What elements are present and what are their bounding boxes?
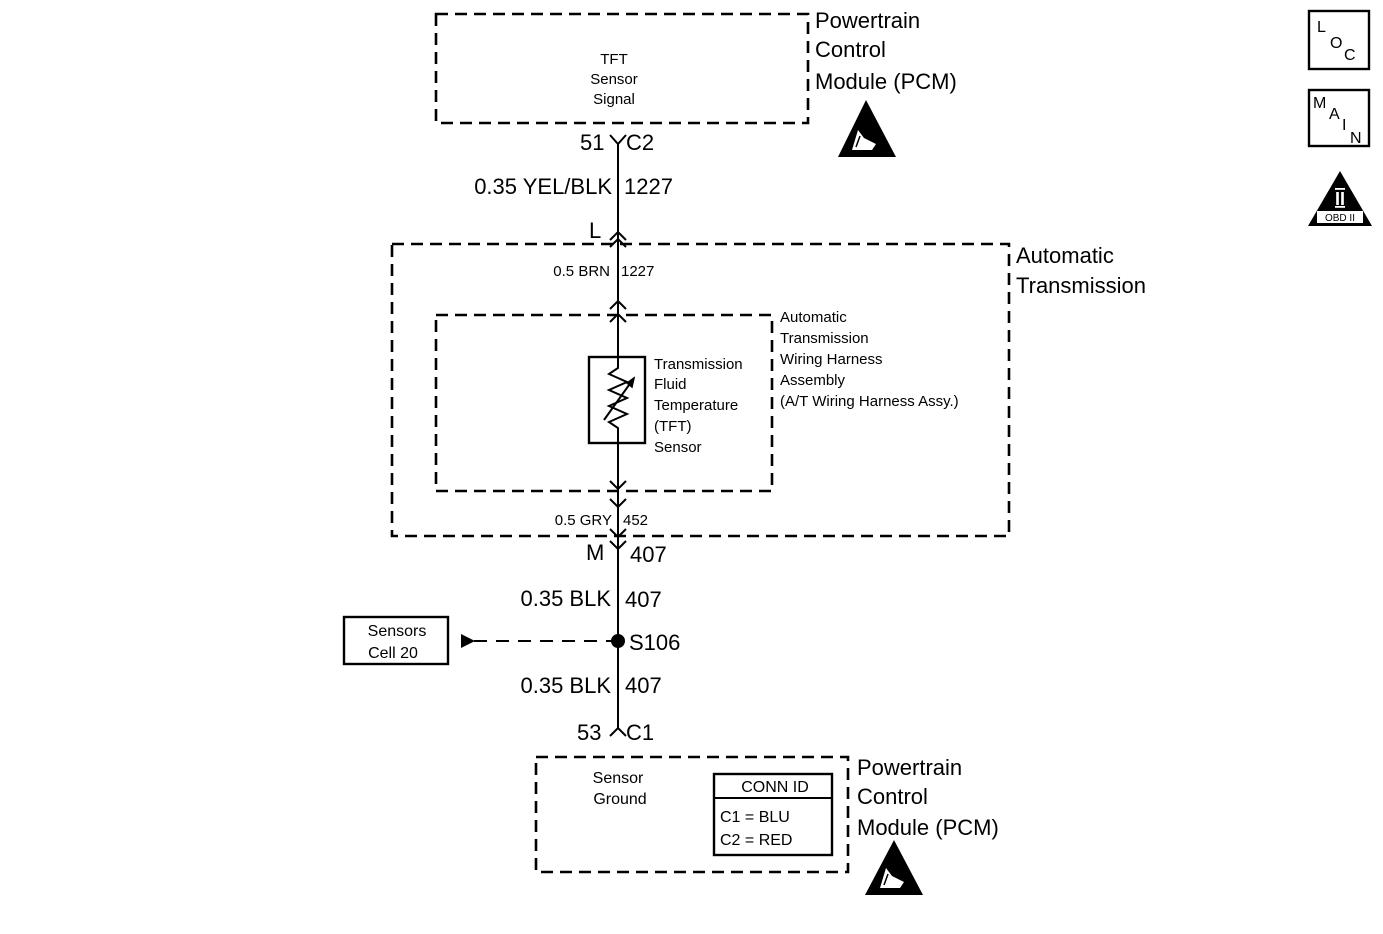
wire-blk-upper-circuit: 407 — [625, 587, 662, 612]
wire-gry-circuit: 452 — [623, 512, 648, 529]
harness-label-3: Wiring Harness — [780, 351, 883, 368]
main-letter-i: I — [1342, 117, 1346, 134]
pcm-top-pin: 51 — [580, 130, 604, 155]
automatic-transmission-label-2: Transmission — [1016, 273, 1146, 298]
esd-warning-icon — [838, 100, 896, 157]
sensors-cell-box[interactable] — [342, 615, 450, 666]
obd-ii-button[interactable]: II OBD II — [1308, 171, 1372, 226]
main-letter-a: A — [1329, 106, 1340, 123]
tft-sensor: Transmission Fluid Temperature (TFT) Sen… — [587, 355, 743, 456]
pcm-bottom-ground-line-2: Ground — [593, 791, 646, 808]
obd-label: OBD II — [1325, 213, 1355, 224]
wire-brn-circuit: 1227 — [621, 263, 654, 280]
harness-label-5: (A/T Wiring Harness Assy.) — [780, 393, 959, 410]
wire-top-size-color: 0.35 YEL/BLK — [474, 174, 612, 199]
pcm-bottom-box — [534, 755, 850, 874]
pcm-bottom-label-line-3: Module (PCM) — [857, 815, 999, 840]
conn-id-table: CONN ID C1 = BLU C2 = RED — [712, 772, 834, 857]
sensors-cell-link[interactable]: Sensors Cell 20 — [342, 615, 450, 666]
main-letter-m: M — [1313, 95, 1326, 112]
obd-mark: II — [1335, 189, 1345, 209]
pcm-top-label-line-1: Powertrain — [815, 8, 920, 33]
wire-brn-size-color: 0.5 BRN — [553, 263, 610, 280]
tft-sensor-label-1: Transmission — [654, 356, 743, 373]
connector-c1-symbol — [609, 726, 627, 737]
harness-label-1: Automatic — [780, 309, 847, 326]
tft-sensor-label-5: Sensor — [654, 439, 702, 456]
esd-warning-icon — [865, 840, 923, 895]
pcm-bottom-label-line-2: Control — [857, 784, 928, 809]
connector-m-pin: M — [586, 540, 604, 565]
pcm-top-box — [434, 12, 810, 125]
wire-top-circuit: 1227 — [624, 174, 673, 199]
splice-reference-arrow-icon — [461, 634, 475, 648]
main-letter-n: N — [1350, 130, 1362, 147]
wire-blk-lower-size-color: 0.35 BLK — [520, 673, 611, 698]
pcm-bottom-label-line-1: Powertrain — [857, 755, 962, 780]
conn-id-title: CONN ID — [741, 779, 809, 796]
harness-connector-bottom-symbol — [609, 480, 627, 509]
wire-gry-size-color: 0.5 GRY — [555, 512, 612, 529]
pcm-top-label-line-2: Control — [815, 37, 886, 62]
tft-sensor-label-4: (TFT) — [654, 418, 691, 435]
loc-letter-c: C — [1344, 47, 1356, 64]
pcm-top-signal-line-3: Signal — [593, 91, 635, 108]
pcm-bottom-ground-line-1: Sensor — [593, 770, 644, 787]
splice-dot — [611, 634, 625, 648]
automatic-transmission-box — [390, 242, 1011, 538]
pcm-bottom-connector: C1 — [626, 720, 654, 745]
loc-letter-l: L — [1317, 19, 1326, 36]
tft-sensor-label-3: Temperature — [654, 397, 738, 414]
tft-sensor-label-2: Fluid — [654, 376, 687, 393]
conn-id-row-2: C2 = RED — [720, 832, 792, 849]
wire-blk-upper-size-color: 0.35 BLK — [520, 586, 611, 611]
harness-label-2: Transmission — [780, 330, 869, 347]
loc-button[interactable]: L O C — [1307, 9, 1371, 71]
connector-l-label: L — [589, 218, 601, 243]
wire-blk-lower-circuit: 407 — [625, 673, 662, 698]
sensors-cell-label-2: Cell 20 — [368, 645, 418, 662]
conn-id-row-1: C1 = BLU — [720, 809, 790, 826]
loc-letter-o: O — [1330, 35, 1342, 52]
variable-resistor-icon — [603, 357, 636, 443]
automatic-transmission-label-1: Automatic — [1016, 243, 1114, 268]
splice-label: S106 — [629, 630, 680, 655]
main-button[interactable]: M A I N — [1307, 88, 1371, 148]
pcm-top-signal-line-2: Sensor — [590, 71, 638, 88]
pcm-top: TFT Sensor Signal Powertrain Control Mod… — [434, 8, 957, 157]
connector-m-symbol — [609, 528, 627, 551]
pcm-top-connector: C2 — [626, 130, 654, 155]
pcm-bottom-pin: 53 — [577, 720, 601, 745]
harness-label-4: Assembly — [780, 372, 846, 389]
pcm-top-label-line-3: Module (PCM) — [815, 69, 957, 94]
pcm-top-signal-line-1: TFT — [600, 51, 628, 68]
sensors-cell-label-1: Sensors — [368, 623, 427, 640]
pcm-bottom: Sensor Ground CONN ID C1 = BLU C2 = RED … — [534, 755, 999, 895]
connector-m-circuit: 407 — [630, 542, 667, 567]
harness-box — [434, 313, 774, 493]
connector-c2-symbol — [609, 134, 627, 146]
